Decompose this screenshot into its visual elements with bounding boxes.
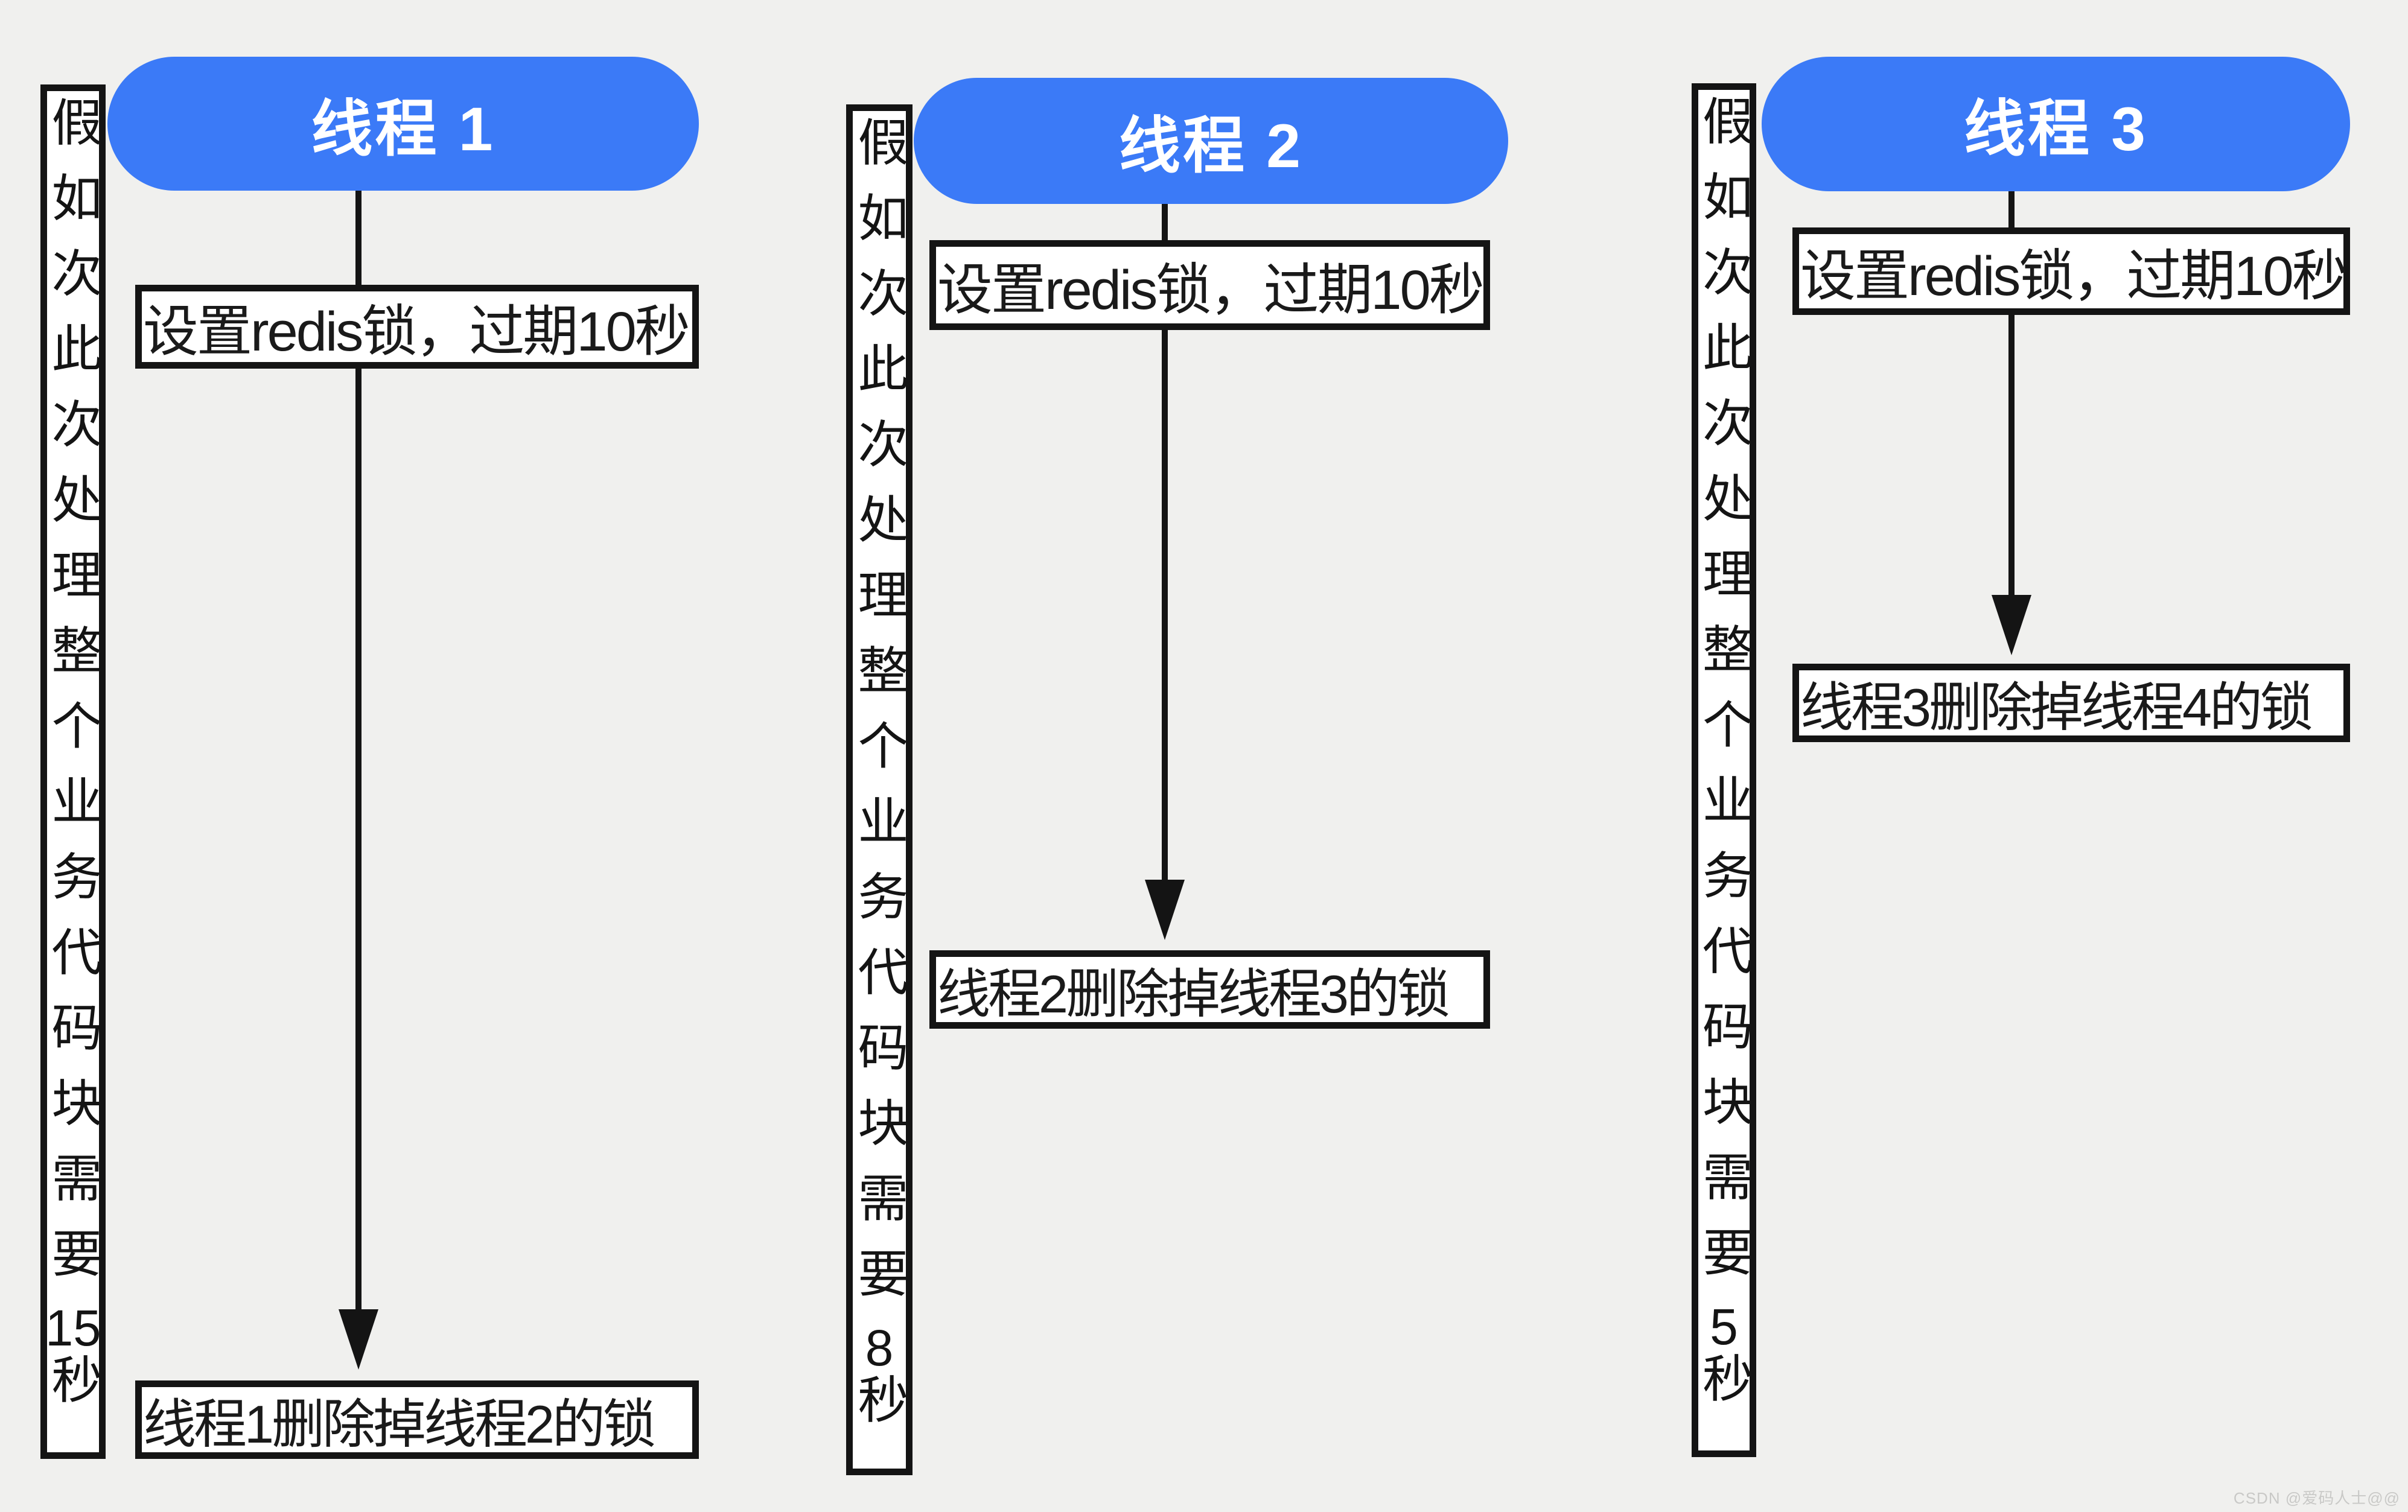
assumption-note-text: 假如次此次处理整个业务代码块需要5秒 xyxy=(1695,90,1753,1450)
step-delete-lock: 线程1删除掉线程2的锁 xyxy=(135,1380,699,1459)
note-pre: 假如次此次处理整个业务代码块需要 xyxy=(851,116,908,1323)
step-set-lock: 设置redis锁，过期10秒 xyxy=(1792,227,2350,315)
assumption-note-text: 假如次此次处理整个业务代码块需要15秒 xyxy=(45,91,101,1452)
assumption-note: 假如次此次处理整个业务代码块需要5秒 xyxy=(1692,83,1756,1457)
note-duration: 15 xyxy=(45,1303,101,1353)
thread-pill: 线程 2 xyxy=(914,78,1508,204)
step-set-lock: 设置redis锁，过期10秒 xyxy=(929,240,1490,330)
arrow-down-icon xyxy=(1992,595,2031,655)
flow-line xyxy=(1162,200,1168,882)
note-unit: 秒 xyxy=(1695,1352,1753,1428)
thread-pill: 线程 3 xyxy=(1762,57,2350,191)
step-set-lock: 设置redis锁，过期10秒 xyxy=(135,285,699,369)
note-pre: 假如次此次处理整个业务代码块需要 xyxy=(45,96,101,1303)
note-duration: 5 xyxy=(1710,1301,1738,1352)
assumption-note-text: 假如次此次处理整个业务代码块需要8秒 xyxy=(851,111,908,1469)
arrow-down-icon xyxy=(1145,880,1185,940)
step-delete-lock: 线程3删除掉线程4的锁 xyxy=(1792,664,2350,742)
arrow-down-icon xyxy=(339,1309,378,1370)
note-unit: 秒 xyxy=(45,1353,101,1429)
note-pre: 假如次此次处理整个业务代码块需要 xyxy=(1695,95,1753,1301)
thread-pill: 线程 1 xyxy=(107,57,699,191)
assumption-note: 假如次此次处理整个业务代码块需要15秒 xyxy=(40,84,106,1459)
watermark: CSDN @爱码人士@@ xyxy=(2233,1489,2400,1507)
assumption-note: 假如次此次处理整个业务代码块需要8秒 xyxy=(846,104,913,1475)
note-unit: 秒 xyxy=(851,1373,908,1449)
step-delete-lock: 线程2删除掉线程3的锁 xyxy=(929,950,1490,1029)
note-duration: 8 xyxy=(865,1323,894,1373)
flow-line xyxy=(2008,188,2015,597)
flow-line xyxy=(355,187,362,1312)
